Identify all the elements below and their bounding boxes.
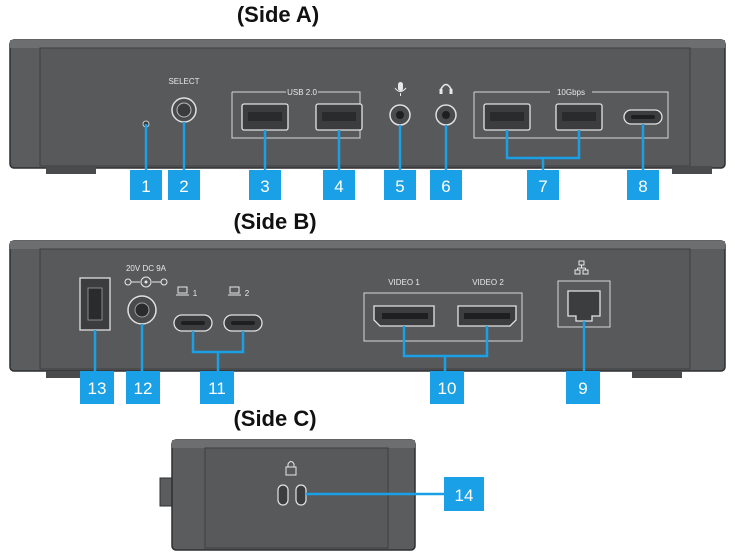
callout-badge-6: 6 (430, 170, 462, 200)
host-computer-2-icon (228, 286, 241, 296)
callout-badge-12: 12 (126, 371, 160, 404)
select-button[interactable] (171, 97, 197, 123)
svg-text:11: 11 (208, 379, 226, 398)
callout-badge-4: 4 (323, 170, 355, 200)
host-usbc-port-2[interactable] (223, 314, 263, 332)
callout-badge-11: 11 (200, 371, 234, 404)
svg-text:12: 12 (134, 379, 153, 398)
side-a-title: (Side A) (237, 2, 319, 27)
callout-badge-7: 7 (527, 170, 559, 200)
svg-text:4: 4 (334, 177, 343, 196)
svg-text:5: 5 (395, 177, 404, 196)
svg-text:10: 10 (438, 379, 457, 398)
svg-text:8: 8 (638, 177, 647, 196)
callout-badge-3: 3 (249, 170, 281, 200)
host-computer-1-icon (176, 286, 189, 296)
host-port-1-label: 1 (193, 289, 198, 298)
network-icon (574, 260, 589, 275)
svg-text:1: 1 (141, 177, 150, 196)
callout-badge-13: 13 (80, 371, 114, 404)
svg-text:3: 3 (260, 177, 269, 196)
callout-line-7 (505, 130, 581, 172)
usba-10gbps-port-2[interactable] (555, 103, 603, 131)
svg-text:13: 13 (88, 379, 107, 398)
10gbps-group-frame (473, 91, 669, 139)
video1-label: VIDEO 1 (388, 278, 420, 287)
callout-badge-5: 5 (384, 170, 416, 200)
microphone-jack[interactable] (389, 104, 411, 126)
power-switch[interactable] (79, 277, 111, 331)
ethernet-port[interactable] (567, 290, 601, 322)
side-b-panel (9, 240, 726, 378)
side-b-title: (Side B) (233, 209, 316, 234)
10gbps-label: 10Gbps (557, 88, 585, 97)
callout-badge-8: 8 (627, 170, 659, 200)
callout-badge-9: 9 (566, 371, 600, 404)
headphone-icon (439, 83, 453, 94)
headphone-jack[interactable] (435, 104, 457, 126)
svg-text:2: 2 (179, 177, 188, 196)
usbc-10gbps-port[interactable] (623, 109, 663, 125)
svg-text:6: 6 (441, 177, 450, 196)
video-port-1[interactable] (373, 305, 435, 327)
dc-power-label: 20V DC 9A (126, 264, 167, 273)
side-a-panel (9, 39, 726, 174)
svg-text:14: 14 (455, 486, 474, 505)
svg-text:7: 7 (538, 177, 547, 196)
video2-label: VIDEO 2 (472, 278, 504, 287)
usb2-label: USB 2.0 (287, 88, 317, 97)
usb2-port-1[interactable] (241, 103, 289, 131)
usb2-port-2[interactable] (315, 103, 363, 131)
callout-badge-14: 14 (444, 477, 484, 511)
video-group-frame (363, 292, 523, 342)
callout-badge-10: 10 (430, 371, 464, 404)
select-label: SELECT (168, 77, 199, 86)
side-c-title: (Side C) (233, 406, 316, 431)
usb2-group-frame (231, 91, 361, 139)
host-port-2-label: 2 (245, 289, 250, 298)
host-usbc-port-1[interactable] (173, 314, 213, 332)
callout-badge-1: 1 (130, 170, 162, 200)
dc-power-jack[interactable] (127, 295, 157, 325)
callout-badge-2: 2 (168, 170, 200, 200)
lock-icon (285, 461, 297, 476)
svg-text:9: 9 (578, 379, 587, 398)
dc-polarity-icon (124, 276, 168, 288)
video-port-2[interactable] (457, 305, 517, 327)
usba-10gbps-port-1[interactable] (483, 103, 531, 131)
microphone-icon (394, 82, 407, 96)
